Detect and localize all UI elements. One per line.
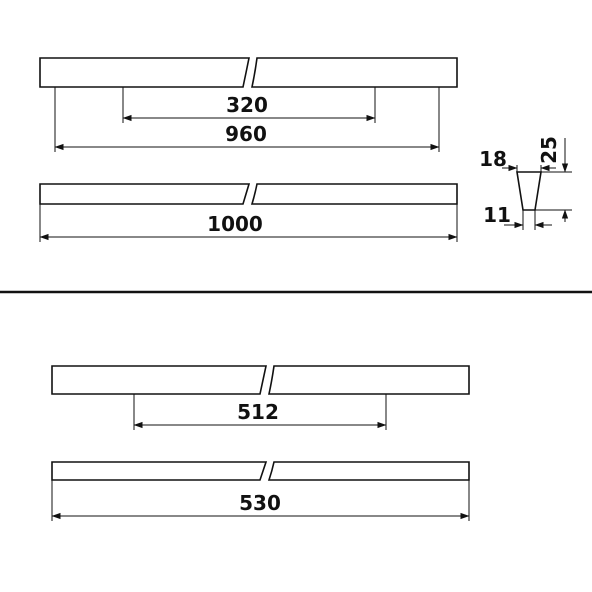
dimension-label-1000: 1000 (207, 212, 263, 236)
upper-handle-a (39, 57, 458, 88)
dimension-label-11: 11 (483, 203, 511, 227)
profile-cross-section (516, 165, 572, 230)
dimension-label-512: 512 (237, 400, 279, 424)
dimension-label-18: 18 (479, 147, 507, 171)
upper-handle-b (39, 183, 458, 205)
lower-handle-a (51, 365, 470, 395)
dimension-label-320: 320 (226, 93, 268, 117)
lower-handle-b (51, 461, 470, 481)
dimension-label-25: 25 (537, 136, 561, 164)
dimension-label-960: 960 (225, 122, 267, 146)
dimension-label-530: 530 (239, 491, 281, 515)
upper-handle-a-extension-lines (54, 87, 440, 152)
